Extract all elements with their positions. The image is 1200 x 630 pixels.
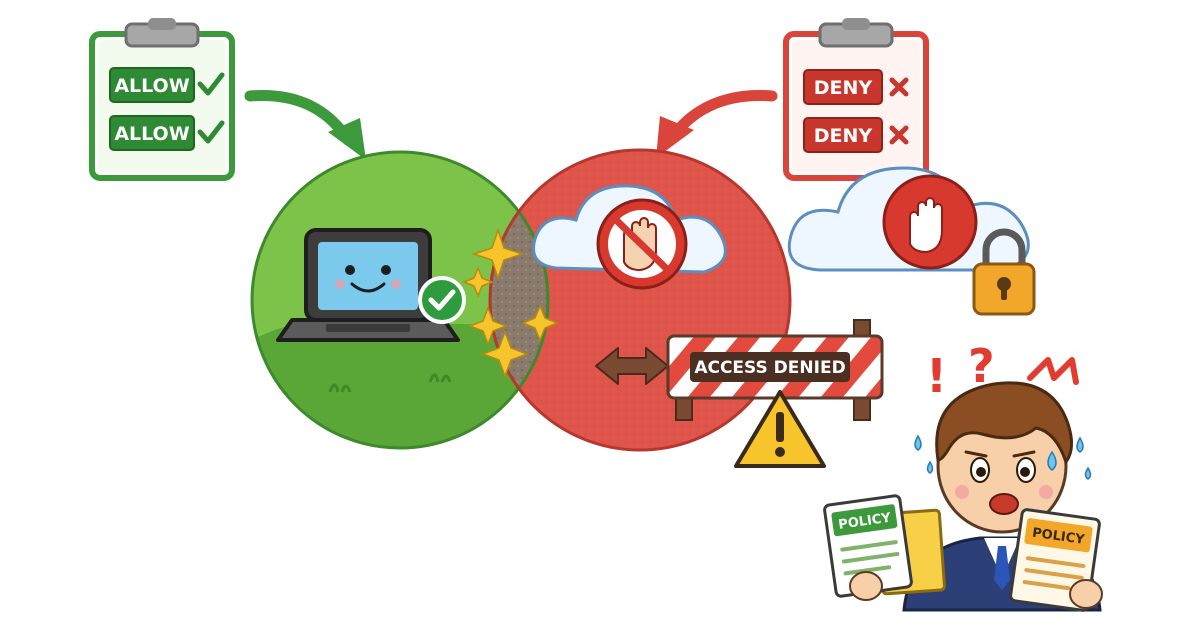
barrier-label: ACCESS DENIED	[694, 358, 845, 378]
zigzag-icon	[1027, 357, 1079, 385]
policy-document-left: POLICY	[823, 494, 946, 601]
check-icon	[197, 120, 225, 144]
x-icon	[889, 125, 909, 145]
deny-stamp-text: DENY	[814, 125, 873, 147]
red-arrow-icon	[656, 89, 778, 158]
deny-stamp: DENY	[803, 69, 883, 105]
sweat-drops-icon	[914, 434, 1092, 480]
allow-stamp: ALLOW	[109, 115, 195, 151]
check-circle-icon	[418, 276, 466, 324]
lock-icon	[972, 228, 1036, 316]
allow-stamp-text: ALLOW	[114, 123, 189, 145]
policy-document-right: POLICY	[1009, 508, 1103, 612]
confused-person	[902, 381, 1102, 612]
stop-hand-icon	[882, 174, 978, 270]
deny-stamp: DENY	[803, 117, 883, 153]
green-arrow-icon	[244, 89, 366, 160]
deny-clipboard: DENY DENY	[783, 18, 929, 181]
policy-label-left: POLICY	[837, 511, 892, 533]
stop-hand-icon	[596, 198, 688, 290]
laptop-icon	[276, 228, 460, 342]
check-icon	[197, 72, 225, 96]
sparkle-icons	[461, 227, 559, 379]
warning-icon	[734, 390, 826, 468]
deny-stamp-text: DENY	[814, 77, 873, 99]
access-denied-barrier: ACCESS DENIED	[666, 319, 884, 421]
policy-label-right: POLICY	[1031, 526, 1086, 548]
x-icon	[889, 77, 909, 97]
allow-clipboard: ALLOW ALLOW	[89, 18, 235, 181]
exclamation-mark: !	[926, 349, 947, 403]
allow-stamp-text: ALLOW	[114, 75, 189, 97]
allow-stamp: ALLOW	[109, 67, 195, 103]
